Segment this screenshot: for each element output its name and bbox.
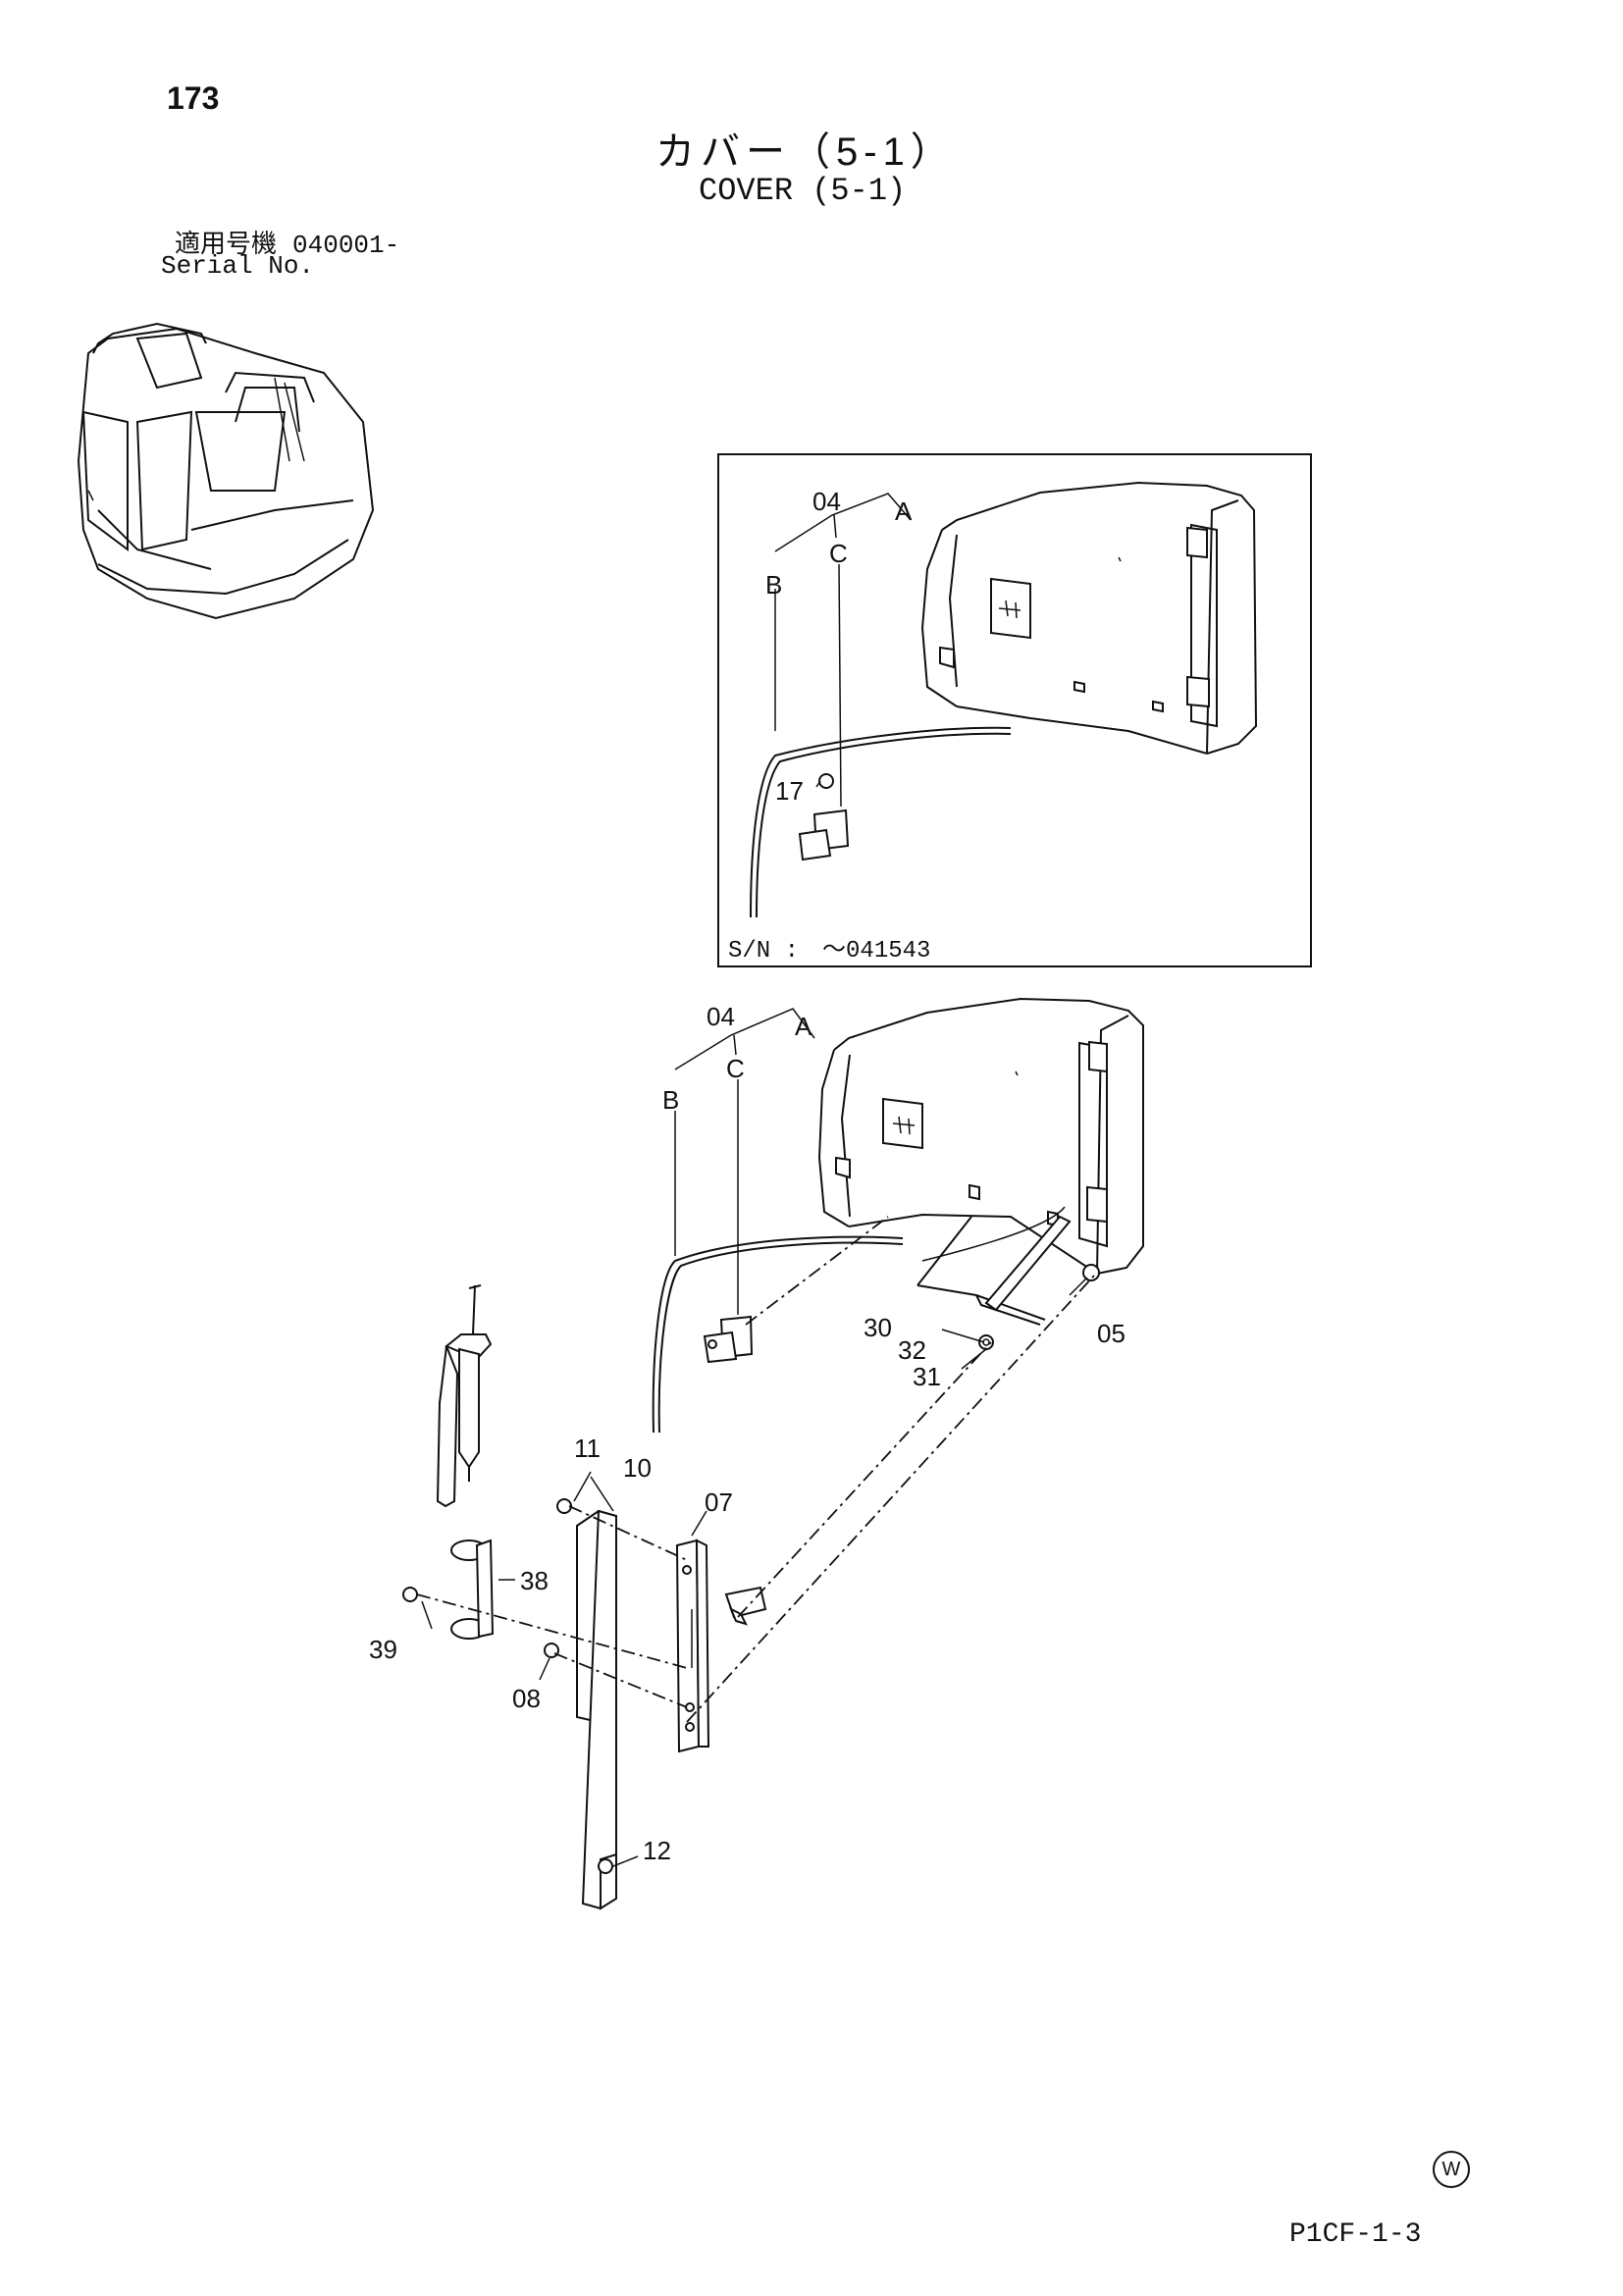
main-callout-30: 30	[864, 1313, 892, 1342]
main-callout-12: 12	[643, 1836, 671, 1865]
main-bolt-05	[1069, 1264, 1100, 1296]
inset-leaders	[774, 493, 912, 808]
main-callout-39: 39	[369, 1635, 397, 1664]
main-callout-11: 11	[574, 1434, 601, 1463]
main-callout-07: 07	[705, 1487, 733, 1517]
main-callout-32: 32	[898, 1335, 926, 1365]
main-callout-31: 31	[913, 1362, 941, 1391]
main-weatherstrip-b	[652, 1235, 904, 1434]
main-callout-A: A	[795, 1012, 812, 1041]
inset-callout-C: C	[829, 539, 848, 568]
main-callout-05: 05	[1097, 1319, 1126, 1348]
inset-serial-note: S/N : ～041543	[728, 938, 930, 965]
inset-latch-c	[798, 773, 850, 861]
main-callout-10: 10	[623, 1453, 652, 1483]
main-callout-04: 04	[707, 1002, 735, 1031]
main-gas-spring	[436, 1284, 515, 1640]
machine-overview-illustration	[77, 322, 375, 620]
figure-code: P1CF-1-3	[1289, 2219, 1422, 2250]
main-latch-c	[703, 1315, 754, 1364]
main-callout-B: B	[662, 1085, 679, 1115]
inset-callout-17: 17	[775, 776, 804, 806]
serial-value: 040001-	[292, 231, 400, 260]
w-mark: W	[1433, 2151, 1470, 2188]
main-leaders	[421, 1008, 987, 1867]
inset-callout-04: 04	[812, 487, 841, 516]
main-callout-C: C	[726, 1054, 745, 1083]
serial-label-english: Serial No.	[161, 251, 315, 281]
inset-cover-drawing	[920, 481, 1258, 755]
main-hinge-plates	[576, 1509, 767, 1910]
inset-frame	[717, 453, 1312, 967]
title-japanese: カバー（5-1）	[655, 130, 956, 174]
main-callout-08: 08	[512, 1684, 541, 1713]
main-callout-38: 38	[520, 1566, 549, 1595]
inset-weatherstrip-b	[750, 726, 1012, 918]
main-bracket-30	[916, 1215, 1072, 1350]
page-number: 173	[167, 80, 220, 116]
main-dashed-center-lines	[416, 1216, 1095, 1723]
main-cover-drawing	[817, 997, 1144, 1275]
inset-callout-B: B	[765, 570, 782, 600]
title-english: COVER (5-1)	[699, 173, 907, 209]
inset-callout-A: A	[895, 496, 913, 526]
